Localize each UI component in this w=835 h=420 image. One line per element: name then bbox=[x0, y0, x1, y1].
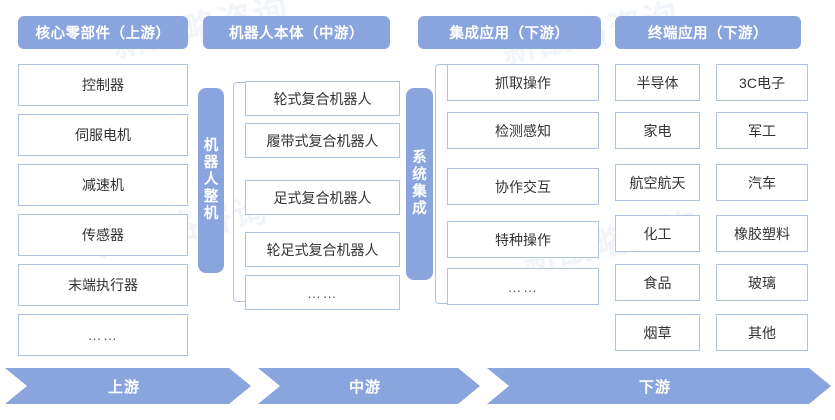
vertical-label-system-integration: 系统集成 bbox=[406, 88, 433, 280]
flow-stage-upstream[interactable]: 上游 bbox=[5, 368, 251, 404]
item-box-aerospace[interactable]: 航空航天 bbox=[615, 164, 700, 201]
item-box-military[interactable]: 军工 bbox=[716, 112, 808, 149]
item-box-midstream-more[interactable]: …… bbox=[245, 275, 400, 310]
bracket-integration bbox=[435, 64, 447, 304]
item-box-legged-composite-robot[interactable]: 足式复合机器人 bbox=[245, 180, 400, 215]
item-box-reducer[interactable]: 减速机 bbox=[18, 164, 188, 206]
flow-stage-downstream-label: 下游 bbox=[638, 378, 671, 396]
flow-stage-midstream[interactable]: 中游 bbox=[258, 368, 480, 404]
bracket-midstream bbox=[233, 82, 245, 302]
item-box-glass[interactable]: 玻璃 bbox=[716, 264, 808, 301]
item-box-grasping-operation[interactable]: 抓取操作 bbox=[447, 64, 599, 101]
item-box-3c-electronics[interactable]: 3C电子 bbox=[716, 64, 808, 101]
flow-stage-midstream-label: 中游 bbox=[348, 378, 381, 396]
item-box-food[interactable]: 食品 bbox=[615, 264, 700, 301]
item-box-wheel-legged-composite-robot[interactable]: 轮足式复合机器人 bbox=[245, 232, 400, 267]
column-header-midstream: 机器人本体（中游） bbox=[203, 16, 390, 49]
item-box-end-effector[interactable]: 末端执行器 bbox=[18, 264, 188, 306]
item-box-other[interactable]: 其他 bbox=[716, 314, 808, 351]
item-box-integration-more[interactable]: …… bbox=[447, 268, 599, 305]
item-box-collaborative-interaction[interactable]: 协作交互 bbox=[447, 168, 599, 205]
vertical-label-robot-whole-machine: 机器人整机 bbox=[198, 88, 224, 273]
item-box-controller[interactable]: 控制器 bbox=[18, 64, 188, 106]
column-header-terminal: 终端应用（下游） bbox=[615, 16, 801, 49]
item-box-tobacco[interactable]: 烟草 bbox=[615, 314, 700, 351]
item-box-chemical[interactable]: 化工 bbox=[615, 215, 700, 252]
item-box-upstream-more[interactable]: …… bbox=[18, 314, 188, 356]
vertical-label-system-integration-text: 系统集成 bbox=[412, 149, 428, 218]
flow-bar: 上游 中游 下游 bbox=[0, 368, 835, 404]
item-box-semiconductor[interactable]: 半导体 bbox=[615, 64, 700, 101]
flow-stage-downstream[interactable]: 下游 bbox=[487, 368, 831, 404]
item-box-tracked-composite-robot[interactable]: 履带式复合机器人 bbox=[245, 123, 400, 158]
flow-stage-upstream-label: 上游 bbox=[107, 378, 140, 396]
item-box-home-appliance[interactable]: 家电 bbox=[615, 112, 700, 149]
vertical-label-robot-whole-machine-text: 机器人整机 bbox=[203, 137, 220, 223]
item-box-detection-perception[interactable]: 检测感知 bbox=[447, 112, 599, 149]
column-header-upstream: 核心零部件（上游） bbox=[18, 16, 188, 49]
item-box-special-operation[interactable]: 特种操作 bbox=[447, 221, 599, 258]
item-box-automobile[interactable]: 汽车 bbox=[716, 164, 808, 201]
column-header-integration: 集成应用（下游） bbox=[418, 16, 601, 49]
item-box-wheeled-composite-robot[interactable]: 轮式复合机器人 bbox=[245, 81, 400, 116]
item-box-rubber-plastic[interactable]: 橡胶塑料 bbox=[716, 215, 808, 252]
item-box-sensor[interactable]: 传感器 bbox=[18, 214, 188, 256]
item-box-servo-motor[interactable]: 伺服电机 bbox=[18, 114, 188, 156]
